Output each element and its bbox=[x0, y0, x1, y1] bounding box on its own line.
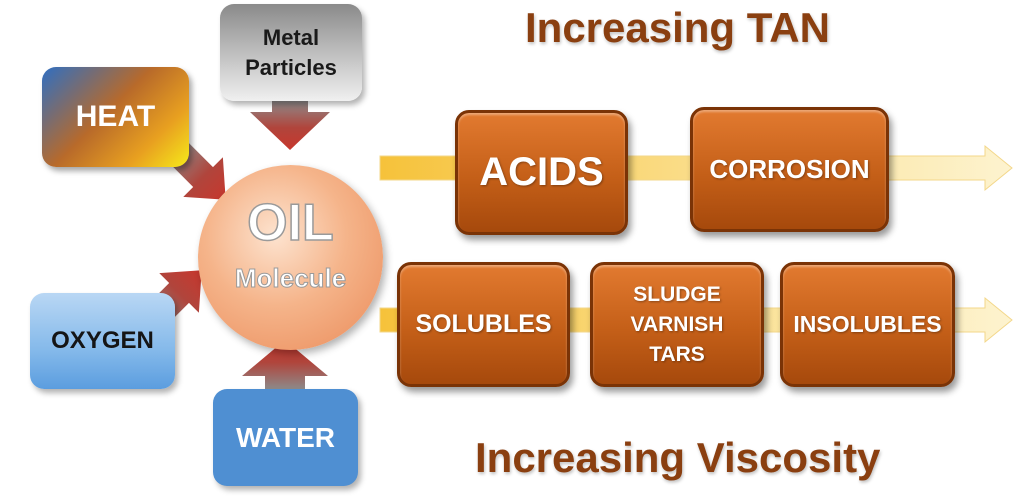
increasing-viscosity-heading: Increasing Viscosity bbox=[475, 434, 881, 481]
insolubles-label: INSOLUBLES bbox=[793, 311, 942, 337]
oil-subtitle: Molecule bbox=[234, 263, 347, 294]
acids-label: ACIDS bbox=[479, 150, 604, 194]
heat-box: HEAT bbox=[42, 67, 189, 167]
heat-label: HEAT bbox=[75, 100, 156, 133]
metal-label-line2: Particles bbox=[245, 54, 337, 80]
solubles-box: SOLUBLES bbox=[397, 262, 570, 387]
corrosion-box: CORROSION bbox=[690, 107, 889, 232]
water-label: WATER bbox=[235, 421, 336, 453]
metal-arrow bbox=[250, 100, 330, 150]
oxygen-label: OXYGEN bbox=[51, 327, 154, 354]
tars-label: TARS bbox=[649, 342, 705, 366]
metal-particles-box: Metal Particles bbox=[220, 4, 362, 101]
acids-box: ACIDS bbox=[455, 110, 628, 235]
sludge-label: SLUDGE bbox=[633, 282, 721, 306]
oxygen-box: OXYGEN bbox=[30, 293, 175, 389]
corrosion-label: CORROSION bbox=[709, 154, 870, 184]
water-box: WATER bbox=[213, 389, 358, 486]
insolubles-box: INSOLUBLES bbox=[780, 262, 955, 387]
water-arrow bbox=[242, 340, 328, 390]
metal-label-line1: Metal bbox=[262, 24, 320, 50]
sludge-varnish-tars-box: SLUDGE VARNISH TARS bbox=[590, 262, 764, 387]
oil-title: OIL bbox=[246, 193, 334, 253]
oil-molecule-circle: OIL Molecule bbox=[198, 165, 383, 350]
increasing-tan-heading: Increasing TAN bbox=[525, 4, 830, 51]
varnish-label: VARNISH bbox=[630, 312, 724, 336]
solubles-label: SOLUBLES bbox=[415, 310, 552, 338]
